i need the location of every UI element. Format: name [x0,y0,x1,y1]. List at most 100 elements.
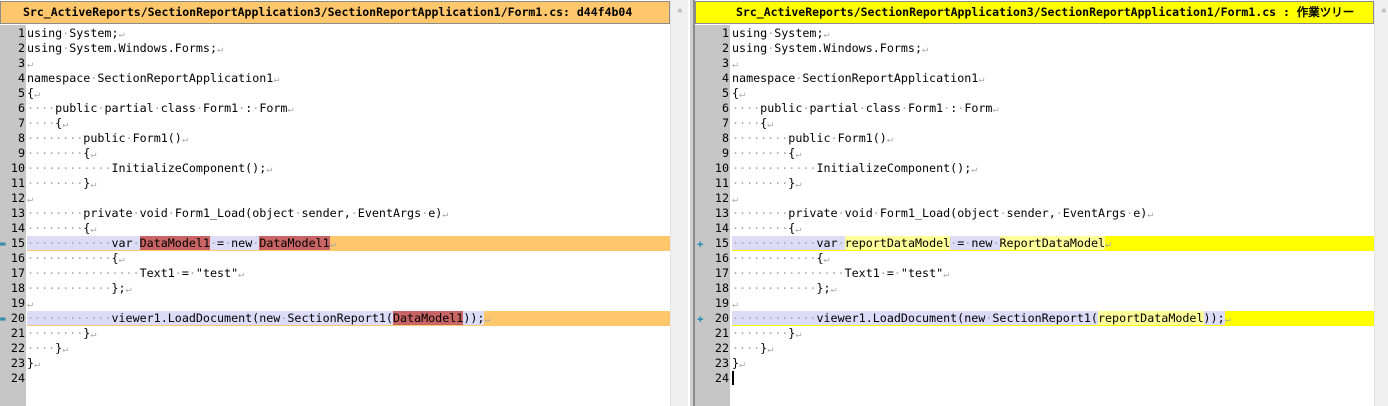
line-text: using·System;↵ [732,26,830,40]
line-text: ········private·void·Form1_Load(object·s… [27,206,449,220]
code-line[interactable]: 20✚············viewer1.LoadDocument(new·… [695,311,1374,326]
code-line[interactable]: 19↵ [0,296,670,311]
code-line[interactable]: 5{↵ [695,86,1374,101]
pane-splitter[interactable] [690,0,693,406]
code-line[interactable]: 12↵ [0,191,670,206]
code-line[interactable]: 13········private·void·Form1_Load(object… [0,206,670,221]
code-line[interactable]: 9········{↵ [695,146,1374,161]
code-line[interactable]: 9········{↵ [0,146,670,161]
code-line[interactable]: 10············InitializeComponent();↵ [0,161,670,176]
line-end-icon: ↵ [62,119,69,130]
line-number: 17 [714,266,729,280]
code-line[interactable]: 17················Text1·=·"test"↵ [695,266,1374,281]
line-text: ········{↵ [27,221,97,235]
code-line[interactable]: 17················Text1·=·"test"↵ [0,266,670,281]
line-number: 6 [721,101,729,115]
line-text: }↵ [27,356,41,370]
code-line[interactable]: 23}↵ [695,356,1374,371]
code-line[interactable]: 14········{↵ [0,221,670,236]
code-line[interactable]: 5{↵ [0,86,670,101]
right-vertical-scrollbar[interactable]: ▲ [1374,0,1388,406]
code-line[interactable]: 24 [695,371,1374,386]
code-line[interactable]: 7····{↵ [0,116,670,131]
line-text: {↵ [27,86,41,100]
scroll-up-arrow-icon[interactable]: ▲ [677,5,683,15]
line-number: 23 [714,356,729,370]
line-text: ············};↵ [27,281,132,295]
line-end-icon: ↵ [27,299,34,310]
code-line[interactable]: 13········private·void·Form1_Load(object… [695,206,1374,221]
line-end-icon: ↵ [34,89,41,100]
code-line[interactable]: 6····public·partial·class·Form1·:·Form↵ [0,101,670,116]
line-end-icon: ↵ [90,149,97,160]
line-number: 16 [714,251,729,265]
code-line[interactable]: 23}↵ [0,356,670,371]
code-line[interactable]: 12↵ [695,191,1374,206]
line-text: ············InitializeComponent();↵ [732,161,978,175]
line-number: 22 [10,341,25,355]
code-line[interactable]: 15✚············var·reportDataModel·=·new… [695,236,1374,251]
line-text: using·System.Windows.Forms;↵ [27,41,224,55]
left-vertical-scrollbar[interactable]: ▲ [670,0,688,406]
line-text: ········{↵ [732,146,802,160]
right-pane-title: Src_ActiveReports/SectionReportApplicati… [695,1,1374,24]
line-end-icon: ↵ [238,269,245,280]
code-line[interactable]: 11········}↵ [695,176,1374,191]
line-text: ············};↵ [732,281,837,295]
line-text: ········private·void·Form1_Load(object·s… [732,206,1154,220]
code-line[interactable]: 6····public·partial·class·Form1·:·Form↵ [695,101,1374,116]
line-number: 4 [17,71,25,85]
line-number: 24 [10,371,25,385]
line-end-icon: ↵ [823,254,830,265]
line-end-icon: ↵ [830,284,837,295]
added-line-marker-icon: ✚ [697,312,704,325]
line-end-icon: ↵ [34,359,41,370]
code-line[interactable]: 10············InitializeComponent();↵ [695,161,1374,176]
line-text: ↵ [27,191,33,206]
line-number: 17 [10,266,25,280]
line-text: ↵ [27,296,33,311]
line-text: ····public·partial·class·Form1·:·Form↵ [732,101,999,115]
line-text: ↵ [732,56,738,71]
code-line[interactable]: 21········}↵ [695,326,1374,341]
code-line[interactable]: 7····{↵ [695,116,1374,131]
line-text: ············{↵ [732,251,830,265]
code-line[interactable]: 22····}↵ [0,341,670,356]
code-line[interactable]: 3↵ [0,56,670,71]
code-line[interactable]: 22····}↵ [695,341,1374,356]
code-line[interactable]: 11········}↵ [0,176,670,191]
code-line[interactable]: 16············{↵ [0,251,670,266]
code-line[interactable]: 20▬············viewer1.LoadDocument(new·… [0,311,670,326]
line-end-icon: ↵ [287,104,294,115]
line-text: ········}↵ [732,326,802,340]
line-end-icon: ↵ [795,179,802,190]
code-line[interactable]: 14········{↵ [695,221,1374,236]
code-line[interactable]: 3↵ [695,56,1374,71]
code-line[interactable]: 16············{↵ [695,251,1374,266]
code-line[interactable]: 18············};↵ [695,281,1374,296]
line-number: 4 [721,71,729,85]
scroll-up-arrow-icon[interactable]: ▲ [1381,5,1387,15]
line-number: 18 [714,281,729,295]
code-line[interactable]: 18············};↵ [0,281,670,296]
code-line[interactable]: 8········public·Form1()↵ [0,131,670,146]
code-line[interactable]: 8········public·Form1()↵ [695,131,1374,146]
line-text: ↵ [732,191,738,206]
line-text: }↵ [732,356,746,370]
code-line[interactable]: 21········}↵ [0,326,670,341]
code-line[interactable]: 19↵ [695,296,1374,311]
line-text: ↵ [732,296,738,311]
line-end-icon: ↵ [217,44,224,55]
line-number: 13 [10,206,25,220]
code-line[interactable]: 15▬············var·DataModel1·=·new·Data… [0,236,670,251]
line-end-icon: ↵ [971,164,978,175]
code-line[interactable]: 24 [0,371,670,386]
